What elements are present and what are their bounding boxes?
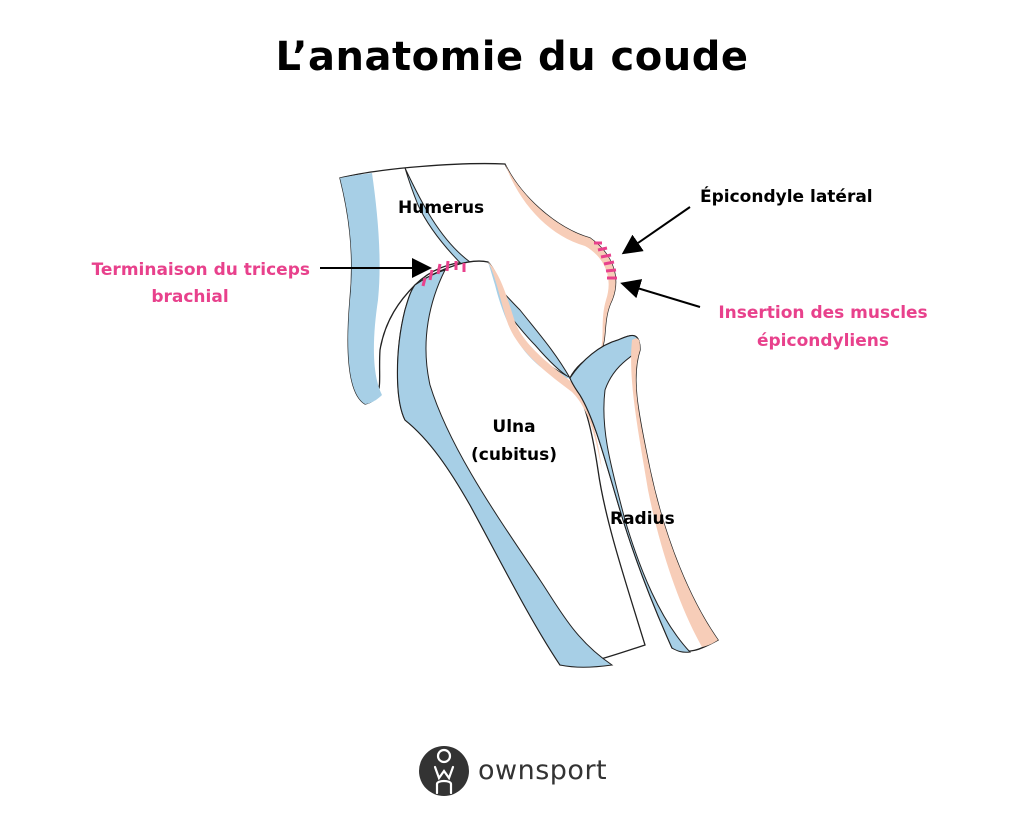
arrow-insertion: [620, 279, 701, 308]
label-epicondyle: Épicondyle latéral: [700, 185, 873, 207]
label-ulna-line2: (cubitus): [471, 445, 557, 465]
label-humerus: Humerus: [398, 198, 484, 218]
humerus-bone: [339, 162, 617, 405]
page-title: L’anatomie du coude: [275, 34, 749, 80]
radius-bone: [569, 334, 719, 653]
arrow-epicondyle: [621, 206, 691, 255]
ownsport-logo-icon: [419, 746, 469, 796]
label-triceps-line1: Terminaison du triceps: [92, 260, 310, 280]
label-insertion-line2: épicondyliens: [757, 331, 889, 351]
label-insertion-line1: Insertion des muscles: [718, 303, 927, 323]
label-triceps-line2: brachial: [151, 287, 228, 307]
label-ulna-line1: Ulna: [492, 417, 535, 437]
label-radius: Radius: [610, 509, 675, 529]
brand-name: ownsport: [478, 755, 608, 786]
ulna-bone: [396, 260, 646, 668]
epicondylar-insertion-marks: [594, 241, 617, 280]
